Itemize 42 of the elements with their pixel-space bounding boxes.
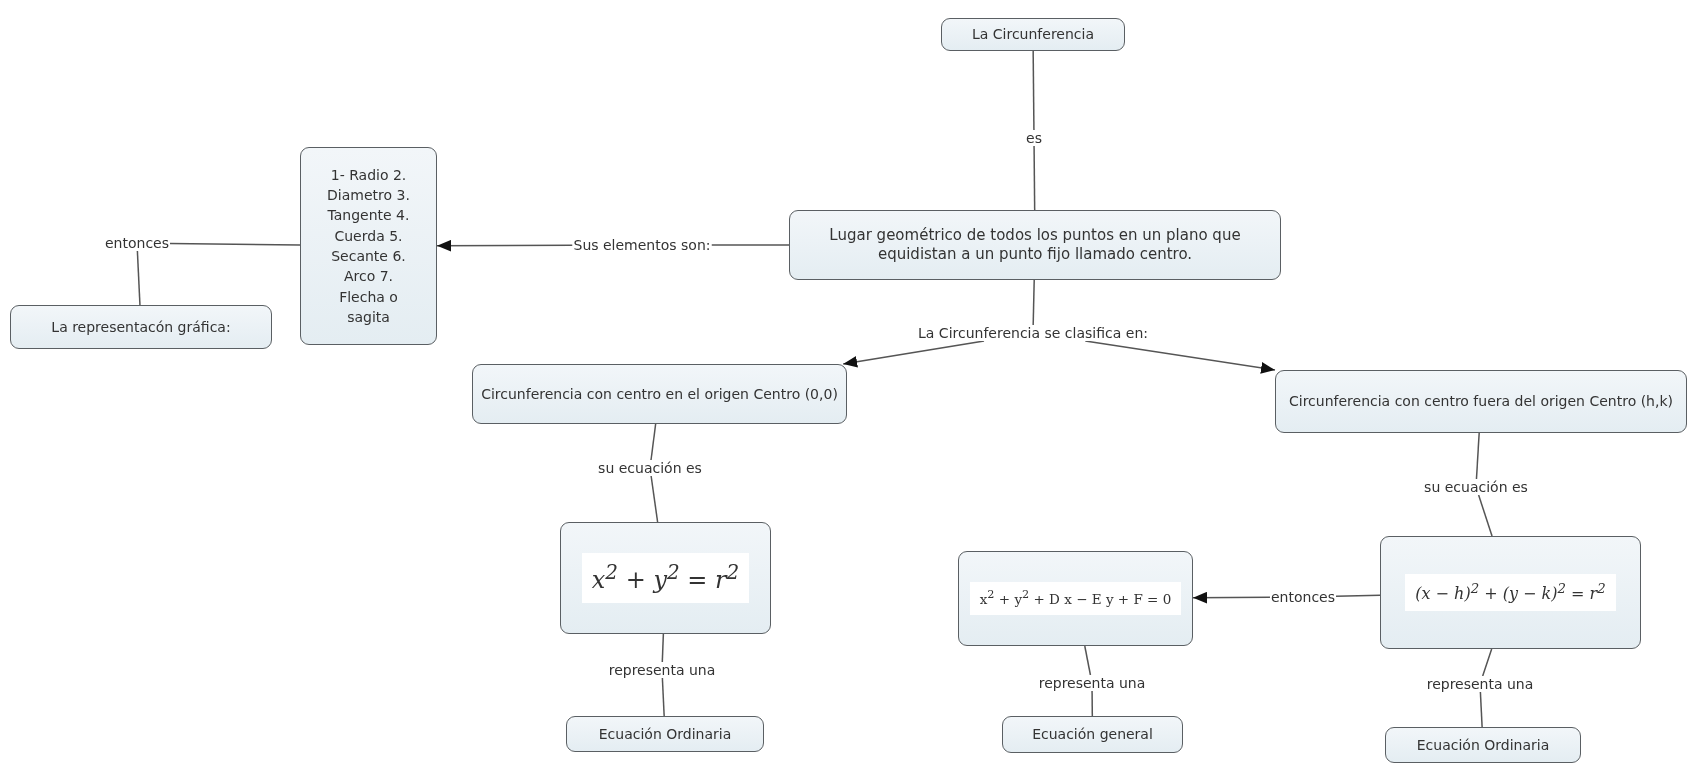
arrow (1192, 591, 1271, 604)
connector-line (1475, 432, 1480, 480)
linking-phrase: La Circunferencia se clasifica en: (917, 325, 1149, 341)
connector-line (1091, 690, 1094, 717)
linking-phrase: su ecuación es (597, 460, 703, 476)
linking-phrase: Sus elementos son: (572, 237, 712, 253)
connector-line (1032, 50, 1035, 131)
formula-box: (x − h)$^{2}$ + (y − k)$^{2}$ = r$^{2}$ (1380, 536, 1641, 649)
arrow (1084, 340, 1276, 374)
concept-box: Circunferencia con centro fuera del origen Centro (h,k) (1275, 370, 1687, 433)
linking-phrase: entonces (1270, 589, 1336, 605)
connector-line (1335, 594, 1381, 598)
connector-line (169, 242, 301, 246)
connector-line (1477, 494, 1493, 537)
connector-line (661, 633, 665, 663)
concept-box: Ecuación general (1002, 716, 1183, 753)
connector-line (1084, 645, 1092, 676)
concept-box: 1- Radio 2. Diametro 3. Tangente 4. Cuerda 5. Secante 6. Arco 7. Flecha o sagita (300, 147, 437, 345)
linking-phrase: representa una (607, 662, 717, 678)
connector-line (1481, 648, 1493, 677)
formula-box: x$^{2}$ + y$^{2}$ = r$^{2}$ (560, 522, 771, 634)
concept-box: Circunferencia con centro en el origen Centro (0,0) (472, 364, 847, 424)
arrow (842, 340, 985, 368)
connector-line (1479, 691, 1483, 728)
connector-line (650, 423, 657, 461)
linking-phrase: su ecuación es (1423, 479, 1529, 495)
concept-box: Ecuación Ordinaria (1385, 727, 1581, 763)
linking-phrase: representa una (1425, 676, 1535, 692)
connector-line (1032, 279, 1035, 326)
concept-box: Ecuación Ordinaria (566, 716, 764, 752)
arrow (436, 239, 574, 252)
connector-line (710, 244, 790, 246)
connector-line (1033, 145, 1036, 211)
linking-phrase: entonces (104, 235, 170, 251)
concept-box: La representacón gráfica: (10, 305, 272, 349)
connector-line (136, 250, 141, 306)
connector-line (661, 677, 665, 717)
connector-line (650, 475, 659, 523)
concept-box: La Circunferencia (941, 18, 1125, 51)
formula-box: x$^{2}$ + y$^{2}$ + D x − E y + F = 0 (958, 551, 1193, 646)
linking-phrase: representa una (1037, 675, 1147, 691)
concept-box: Lugar geométrico de todos los puntos en un plano que equidistan a un punto fijo llamado centro. (789, 210, 1281, 280)
